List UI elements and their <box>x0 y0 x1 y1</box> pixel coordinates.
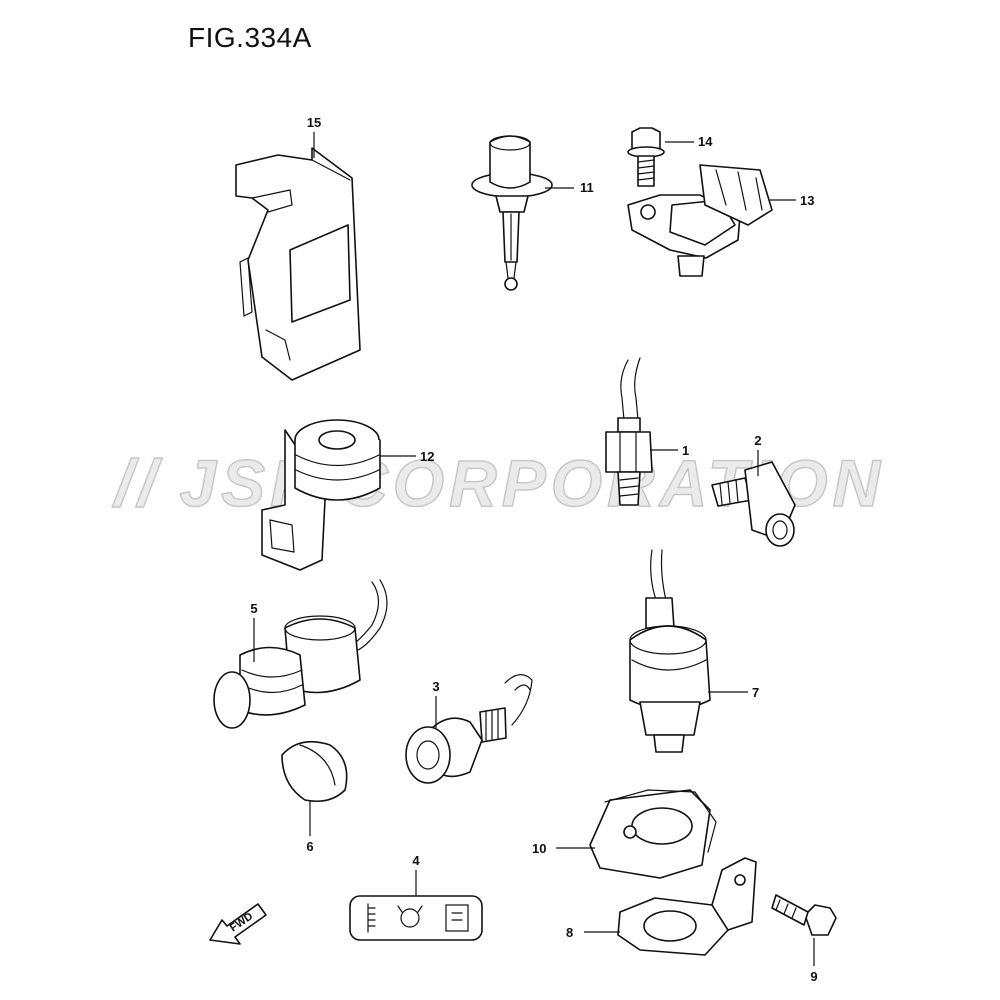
part-3-sensor-grommet[interactable] <box>405 674 533 784</box>
fwd-arrow-icon: FWD <box>209 903 267 945</box>
callout-4[interactable]: 4 <box>412 853 420 868</box>
callout-5[interactable]: 5 <box>250 601 257 616</box>
part-10-gasket[interactable] <box>589 789 717 879</box>
part-9-bolt[interactable] <box>771 894 837 936</box>
callout-8[interactable]: 8 <box>566 925 573 940</box>
callout-labels: 15 11 14 13 12 1 2 5 3 7 6 10 4 8 9 <box>250 115 817 984</box>
part-11-temperature-sensor[interactable] <box>471 135 553 291</box>
part-6-cap[interactable] <box>281 740 348 803</box>
callout-6[interactable]: 6 <box>306 839 313 854</box>
part-5-switch-with-wire[interactable] <box>213 579 388 729</box>
callout-12[interactable]: 12 <box>420 449 434 464</box>
callout-10[interactable]: 10 <box>532 841 546 856</box>
callout-11[interactable]: 11 <box>580 180 594 195</box>
part-13-pressure-sensor[interactable] <box>627 164 773 277</box>
part-1-sensor-with-wire[interactable] <box>605 357 653 506</box>
part-7-pressure-switch[interactable] <box>629 549 711 753</box>
part-4-label[interactable] <box>349 895 483 941</box>
callout-2[interactable]: 2 <box>754 433 761 448</box>
callout-13[interactable]: 13 <box>800 193 814 208</box>
callout-1[interactable]: 1 <box>682 443 689 458</box>
callout-7[interactable]: 7 <box>752 685 759 700</box>
leader-lines <box>253 132 815 966</box>
part-2-knock-sensor[interactable] <box>711 461 796 547</box>
part-8-bracket[interactable] <box>617 857 757 956</box>
part-15-control-module[interactable] <box>235 147 361 381</box>
callout-15[interactable]: 15 <box>307 115 321 130</box>
part-14-bolt[interactable] <box>627 127 665 187</box>
callout-9[interactable]: 9 <box>810 969 817 984</box>
figure-title: FIG.334A <box>188 22 312 53</box>
callout-3[interactable]: 3 <box>432 679 439 694</box>
callout-14[interactable]: 14 <box>698 134 713 149</box>
part-12-grommet-bracket[interactable] <box>261 419 381 571</box>
